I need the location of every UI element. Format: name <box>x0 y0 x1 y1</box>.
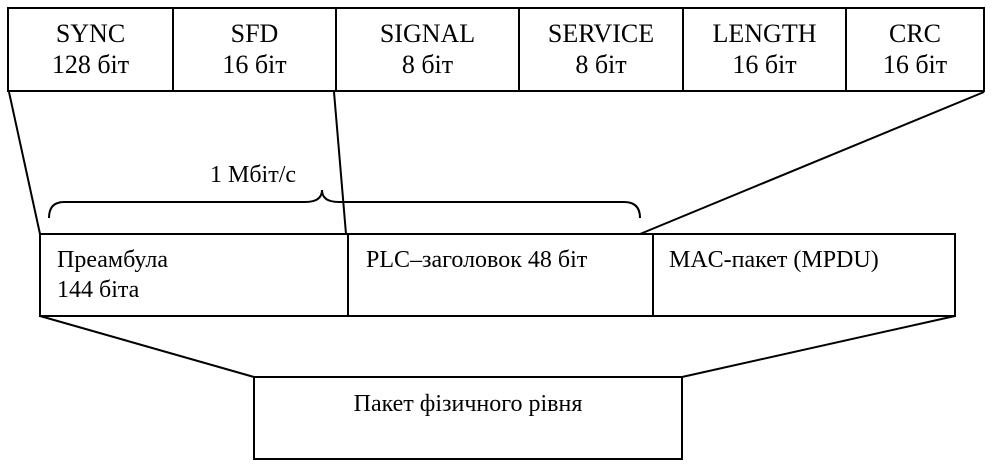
connector-sync-to-preamble <box>8 91 41 235</box>
field-sync: SYNC 128 біт <box>9 9 172 90</box>
ppdu-segments-row: Преамбула 144 біта PLC–заголовок 48 біт … <box>39 233 956 317</box>
frame-fields-row: SYNC 128 біт SFD 16 біт SIGNAL 8 біт SER… <box>7 7 985 92</box>
field-length-name: LENGTH <box>712 19 817 48</box>
field-length-bits: 16 біт <box>732 50 797 79</box>
segment-mac-packet-label: MAC-пакет (MPDU) <box>669 247 879 273</box>
field-sfd-name: SFD <box>230 19 279 48</box>
field-service: SERVICE 8 біт <box>518 9 682 90</box>
field-sync-name: SYNC <box>55 19 126 48</box>
phy-packet-label: Пакет фізичного рівня <box>353 391 583 417</box>
field-crc: CRC 16 біт <box>845 9 983 90</box>
field-crc-name: CRC <box>888 19 942 48</box>
rate-brace <box>48 189 641 219</box>
field-signal: SIGNAL 8 біт <box>335 9 518 90</box>
field-sync-bits: 128 біт <box>51 50 130 79</box>
field-crc-bits: 16 біт <box>882 50 948 79</box>
segment-preamble-line1: Преамбула <box>57 247 168 273</box>
segment-mac-packet: MAC-пакет (MPDU) <box>652 235 954 315</box>
connector-right-to-phy <box>681 315 956 378</box>
phy-packet-box: Пакет фізичного рівня <box>253 376 683 460</box>
segment-preamble: Преамбула 144 біта <box>41 235 347 315</box>
rate-label: 1 Мбіт/с <box>210 162 297 188</box>
field-length: LENGTH 16 біт <box>682 9 845 90</box>
connector-left-to-phy <box>39 315 255 378</box>
field-sfd: SFD 16 біт <box>172 9 335 90</box>
field-sfd-bits: 16 біт <box>222 50 287 79</box>
field-signal-bits: 8 біт <box>401 50 454 79</box>
field-service-name: SERVICE <box>547 19 655 48</box>
segment-preamble-line2: 144 біта <box>57 277 140 303</box>
field-service-bits: 8 біт <box>575 50 627 79</box>
segment-plcp-header-label: PLC–заголовок 48 біт <box>366 247 588 273</box>
field-signal-name: SIGNAL <box>379 19 476 48</box>
connector-sfd-to-preamble <box>333 91 347 235</box>
connector-crc-to-header <box>639 91 985 235</box>
segment-plcp-header: PLC–заголовок 48 біт <box>347 235 652 315</box>
